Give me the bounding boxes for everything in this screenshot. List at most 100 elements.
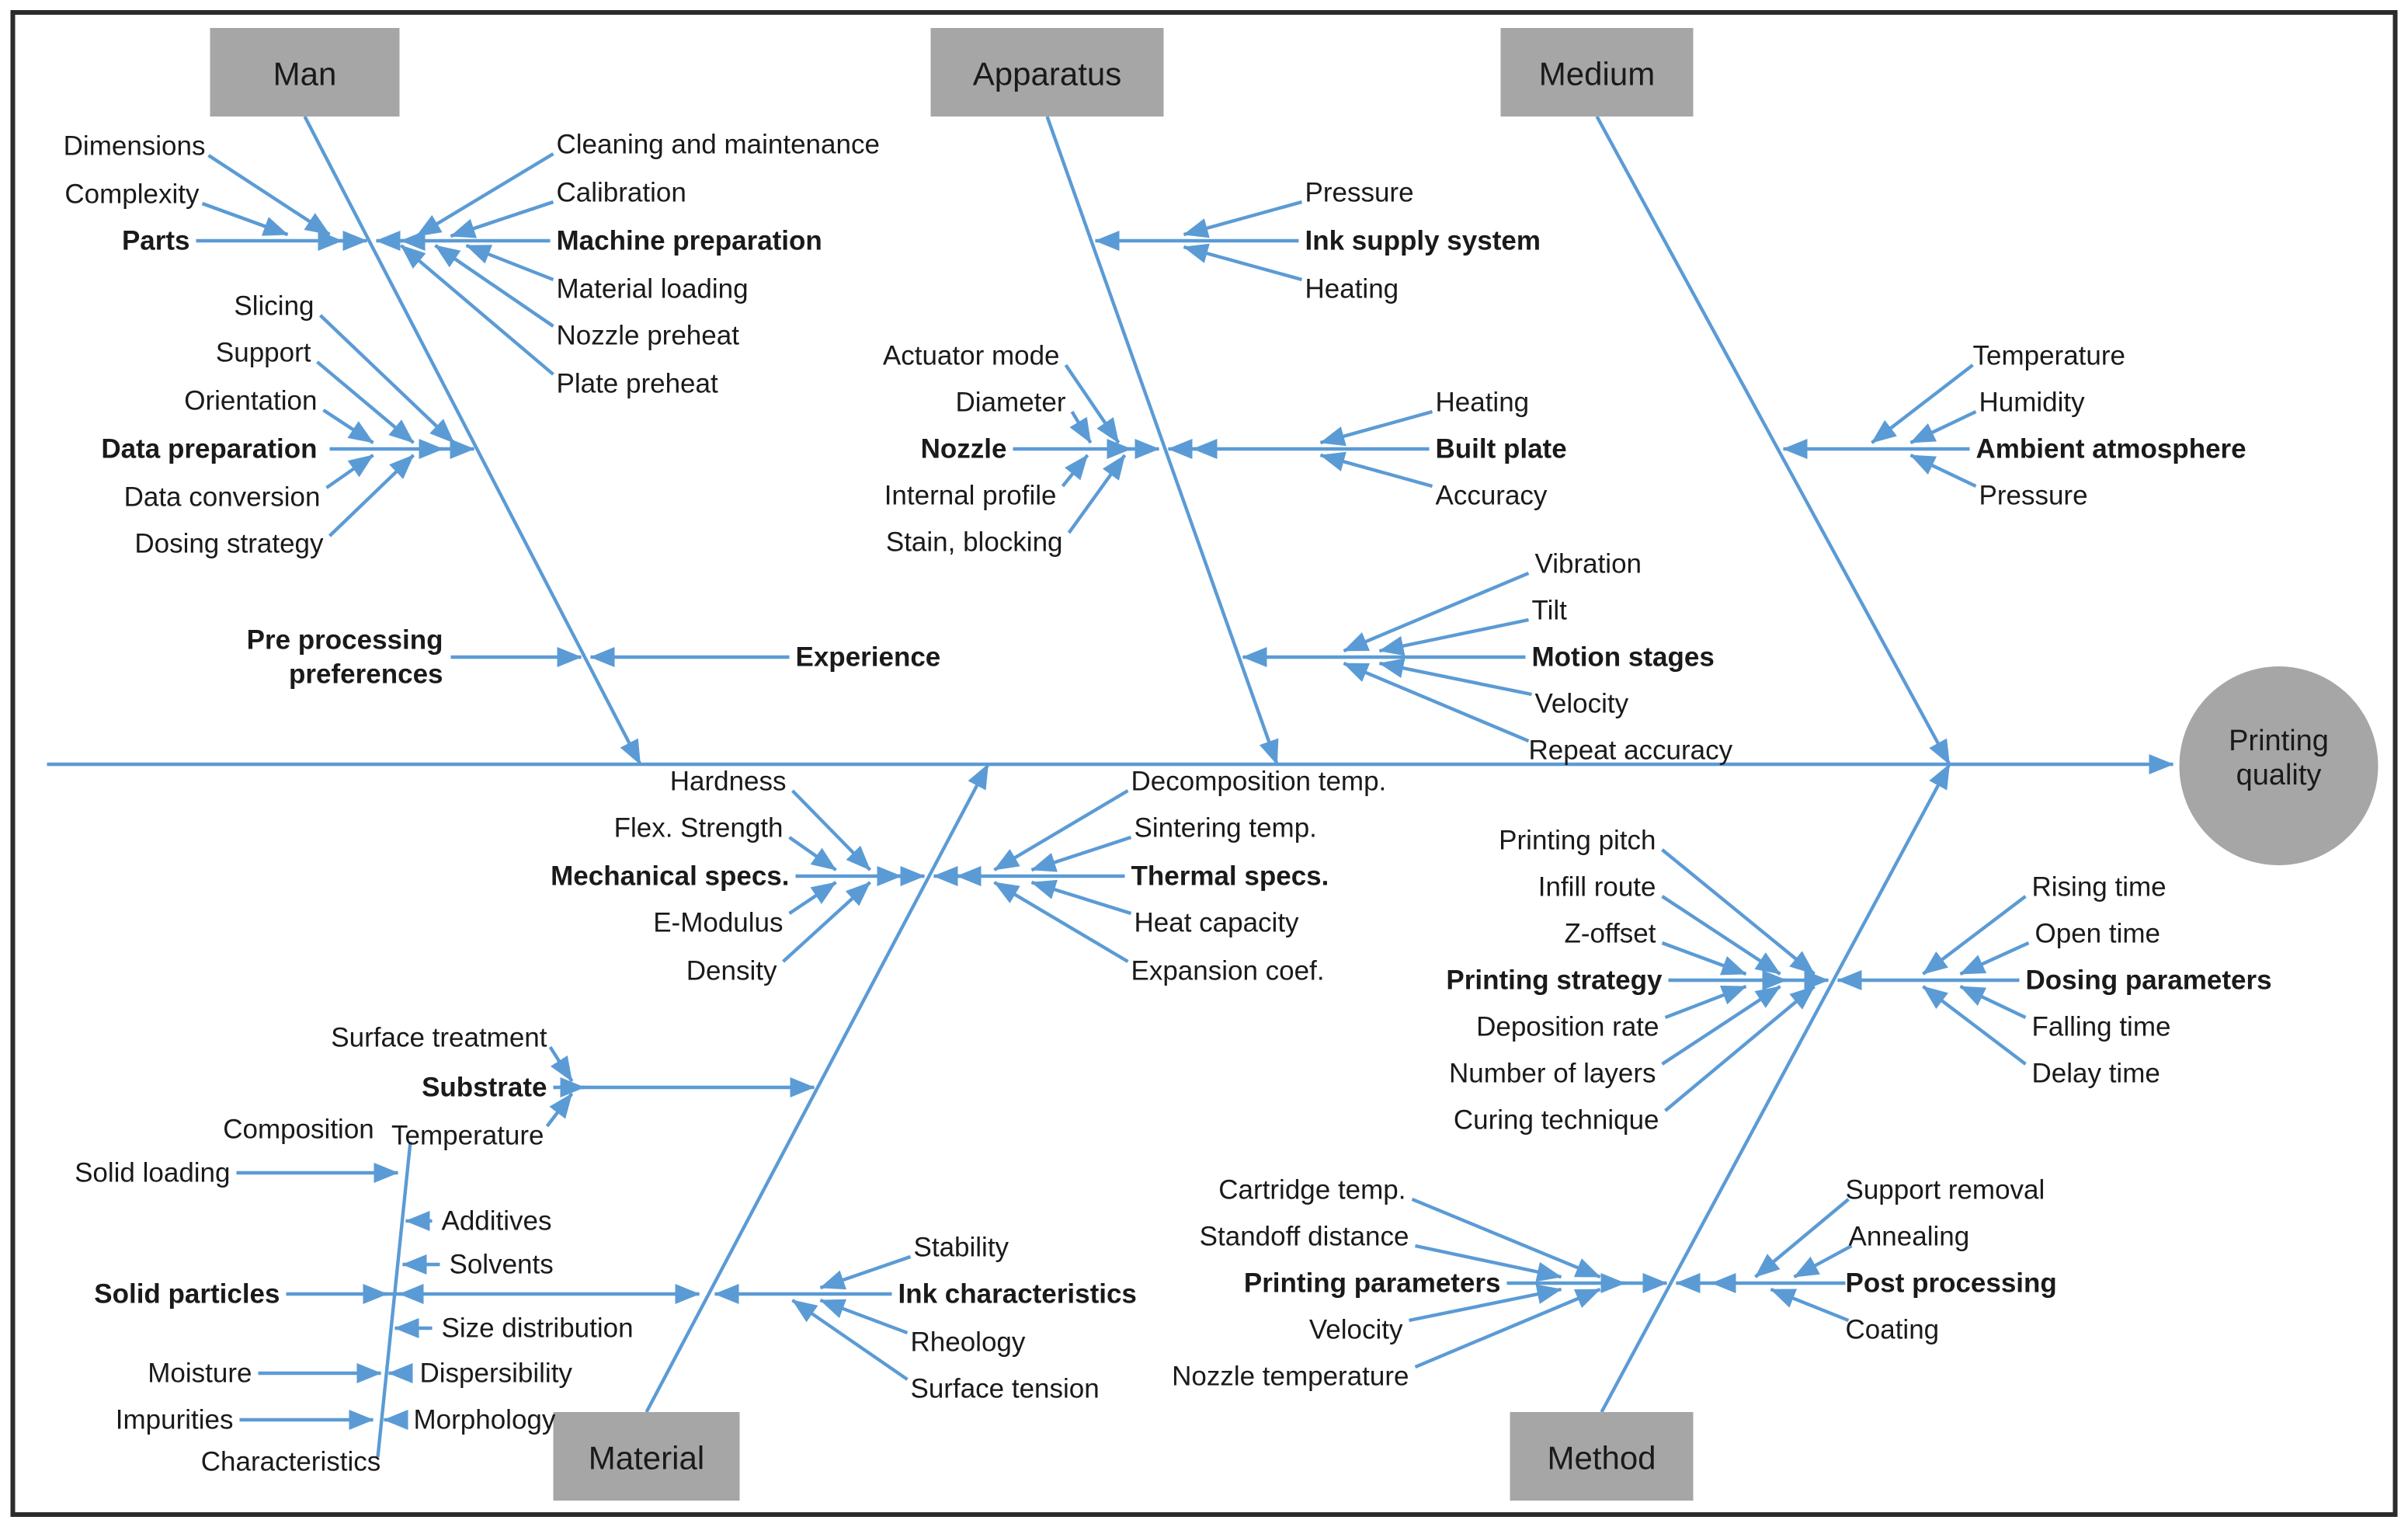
category-box-rect-apparatus [930, 28, 1164, 117]
edge [465, 243, 554, 282]
edge [993, 789, 1129, 871]
factor-label: Diameter [956, 388, 1066, 418]
edge [1664, 985, 1816, 1112]
edge [322, 409, 374, 444]
factor-label: Moisture [148, 1358, 252, 1389]
edge [1664, 984, 1747, 1020]
edge [325, 454, 374, 489]
factor-label: Coating [1846, 1315, 1940, 1345]
factor-label: Cartridge temp. [1218, 1175, 1406, 1205]
edge [1183, 243, 1303, 282]
factor-label: Rheology [911, 1327, 1026, 1358]
edge [1409, 1284, 1562, 1323]
factor-label: Printing pitch [1499, 826, 1656, 856]
factor-label: Repeat accuracy [1529, 736, 1733, 766]
factor-label: Dispersibility [420, 1358, 573, 1389]
factor-label: Dosing strategy [134, 529, 324, 559]
factor-label: Morphology [414, 1405, 556, 1435]
edge [1343, 571, 1530, 653]
edge [545, 1092, 574, 1128]
edge [1793, 1244, 1853, 1278]
category-box-rect-method [1510, 1412, 1694, 1501]
factor-label: Dimensions [64, 131, 206, 162]
edge [791, 789, 872, 871]
edges-layer [47, 115, 2174, 1458]
factor-label: Data preparation [101, 434, 317, 464]
edge [1754, 1198, 1850, 1278]
edge [788, 881, 837, 915]
edge [1319, 409, 1433, 447]
factor-label: Standoff distance [1200, 1222, 1409, 1252]
edge [1061, 454, 1089, 488]
factor-label: Tilt [1532, 596, 1568, 626]
category-box-label-medium: Medium [1539, 56, 1655, 92]
factor-label: Printing strategy [1446, 965, 1663, 996]
edge [1414, 1287, 1601, 1369]
factor-label: Flex. Strength [614, 813, 784, 844]
factor-label: Substrate [422, 1073, 547, 1103]
factor-label: Ink characteristics [898, 1279, 1137, 1310]
factor-label: Surface tension [911, 1374, 1100, 1404]
factor-label: Stability [914, 1233, 1009, 1263]
edge [1378, 658, 1532, 697]
category-box-label-method: Method [1547, 1440, 1656, 1477]
factor-label: Complexity [64, 179, 200, 210]
medium-spine [1595, 115, 1951, 766]
factor-label: Calibration [557, 178, 686, 208]
factor-label: Heating [1436, 388, 1530, 418]
category-box-method: Method [1510, 1412, 1694, 1501]
factor-label: Humidity [1979, 388, 2086, 418]
edge [1030, 835, 1132, 872]
effect-label-line: quality [2236, 759, 2322, 791]
category-box-rect-man [210, 28, 400, 117]
factor-label: preferences [289, 659, 443, 690]
edge [1909, 410, 1977, 444]
edge [1909, 454, 1977, 488]
factor-label: Orientation [184, 386, 317, 416]
edge [1067, 454, 1127, 534]
factor-label: Internal profile [884, 481, 1057, 511]
factor-label: Velocity [1535, 689, 1629, 719]
edge [1319, 451, 1433, 489]
material-spine [645, 763, 990, 1414]
edge [788, 836, 837, 871]
factor-label: Nozzle [921, 434, 1007, 464]
category-box-material: Material [553, 1412, 740, 1501]
factor-label: Deposition rate [1476, 1012, 1659, 1042]
edge [791, 1299, 909, 1381]
edge [1069, 410, 1093, 444]
category-box-rect-medium [1500, 28, 1694, 117]
factor-label: Expansion coef. [1131, 956, 1325, 986]
apparatus-spine [1045, 116, 1279, 765]
edge [1959, 941, 2030, 976]
factor-label: Nozzle preheat [557, 321, 740, 351]
factor-label: Data conversion [124, 482, 321, 513]
factor-label: Sintering temp. [1135, 813, 1317, 844]
effect-label-line: Printing [2229, 725, 2329, 757]
factor-label: Nozzle temperature [1172, 1362, 1409, 1392]
edge [1343, 661, 1530, 743]
edge [450, 200, 554, 238]
factor-label: Falling time [2032, 1012, 2171, 1042]
effect-circle [2179, 666, 2378, 865]
edge [1871, 363, 1974, 444]
factor-label: Z-offset [1564, 919, 1656, 949]
factor-label: Open time [2035, 919, 2160, 949]
category-box-rect-material [553, 1412, 740, 1501]
factor-label: Temperature [391, 1121, 544, 1151]
factor-label: Solid particles [94, 1279, 280, 1310]
edge [1661, 941, 1747, 976]
edge [819, 1254, 912, 1290]
factor-label: Post processing [1846, 1268, 2057, 1299]
factor-label: Machine preparation [557, 226, 822, 256]
category-box-label-apparatus: Apparatus [973, 56, 1121, 92]
factor-label: Pressure [1305, 178, 1414, 208]
factor-label: Ambient atmosphere [1976, 434, 2246, 464]
edge [318, 314, 456, 444]
factor-label: Dosing parameters [2026, 965, 2272, 996]
factor-label: Motion stages [1532, 642, 1715, 673]
factor-label: Solid loading [75, 1158, 230, 1188]
factor-label: Heating [1305, 274, 1399, 304]
